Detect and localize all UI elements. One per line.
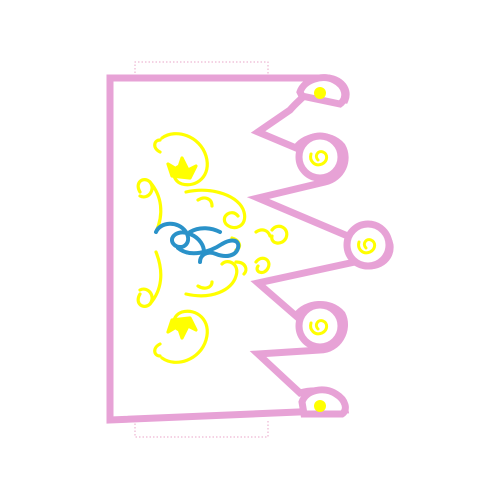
flourish-upper-sweep [184, 188, 247, 230]
crown-point-middle-swirl-icon [357, 238, 377, 255]
flourish-lower-hook [196, 280, 214, 290]
flourish-lower-leaf-icon [166, 316, 198, 340]
yellow-flourishes [136, 132, 289, 364]
flourish-upper-small-swirl [270, 224, 289, 245]
monogram-stroke-lower [176, 238, 241, 264]
crown-point-middle [343, 220, 393, 270]
crown-point-top [296, 74, 349, 108]
crown-point-bottom [298, 386, 349, 418]
flourish-lower-stem [148, 250, 163, 306]
crown-point-upper [295, 132, 345, 182]
flourish-lower [136, 250, 271, 364]
flourish-upper-tendril [196, 196, 214, 208]
crown-point-lower-ring [295, 301, 345, 351]
monogram-letter-b [154, 221, 241, 264]
flourish-lower-sweep [184, 260, 239, 298]
crown-point-lower-swirl-icon [309, 319, 329, 336]
flourish-lower-tail [234, 260, 248, 276]
monogram-stroke-top-bar [188, 226, 222, 234]
flourish-lower-curl [153, 342, 162, 358]
flourish-upper-curl [153, 138, 162, 154]
crown-point-upper-swirl-icon [309, 150, 329, 167]
flourish-upper-leaf-icon [166, 156, 198, 180]
flourish-lower-small-swirl [254, 256, 271, 275]
monogram-stroke-upper [154, 221, 206, 254]
crown-point-upper-ring [295, 132, 345, 182]
crown-point-bottom-dot [314, 400, 326, 412]
crown-point-top-dot [314, 87, 326, 99]
guide-top-tab [134, 61, 269, 80]
dotted-guide-lines [134, 61, 269, 438]
flourish-upper [136, 132, 289, 252]
flourish-upper-dash [254, 228, 272, 238]
crown-point-lower [295, 301, 345, 351]
crown-points [295, 74, 393, 418]
guide-bottom-tab [134, 420, 269, 438]
crown-point-middle-ring [343, 220, 393, 270]
